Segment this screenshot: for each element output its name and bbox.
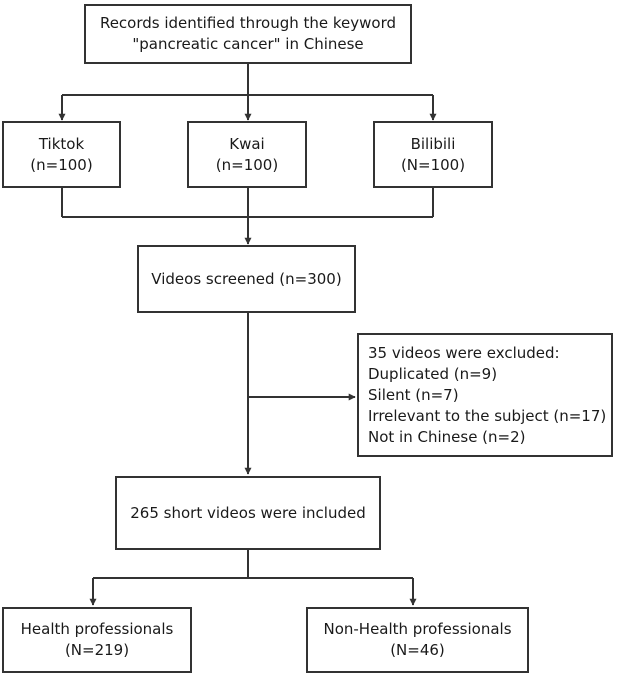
group-box-health-professionals: Health professionals (N=219): [2, 607, 192, 673]
group-count: (N=219): [64, 641, 130, 659]
included-box: 265 short videos were included: [115, 476, 381, 550]
platform-box-bilibili: Bilibili (N=100): [373, 121, 493, 188]
group-name: Non-Health professionals: [323, 620, 512, 638]
exclusion-reason: Silent (n=7): [368, 385, 459, 404]
exclusion-reason: Not in Chinese (n=2): [368, 427, 526, 446]
platform-count: (N=100): [400, 155, 466, 174]
platform-count: (n=100): [30, 155, 93, 174]
identification-box: Records identified through the keyword "…: [84, 4, 412, 64]
screening-label: Videos screened (n=300): [151, 269, 342, 288]
identification-line-2: "pancreatic cancer" in Chinese: [132, 35, 364, 53]
exclusion-reason: Irrelevant to the subject (n=17): [368, 406, 607, 425]
screening-box: Videos screened (n=300): [137, 245, 356, 313]
platform-box-tiktok: Tiktok (n=100): [2, 121, 121, 188]
identification-line-1: Records identified through the keyword: [99, 14, 397, 32]
group-name: Health professionals: [20, 620, 174, 638]
platform-box-kwai: Kwai (n=100): [187, 121, 307, 188]
platform-name: Tiktok: [38, 134, 85, 153]
included-label: 265 short videos were included: [130, 503, 366, 522]
platform-name: Kwai: [229, 134, 265, 153]
group-box-non-health-professionals: Non-Health professionals (N=46): [306, 607, 529, 673]
exclusion-box: 35 videos were excluded: Duplicated (n=9…: [357, 333, 613, 457]
exclusion-reason: Duplicated (n=9): [368, 364, 498, 383]
platform-count: (n=100): [215, 155, 279, 174]
platform-name: Bilibili: [410, 134, 456, 153]
exclusion-title: 35 videos were excluded:: [368, 343, 560, 362]
group-count: (N=46): [390, 641, 445, 659]
